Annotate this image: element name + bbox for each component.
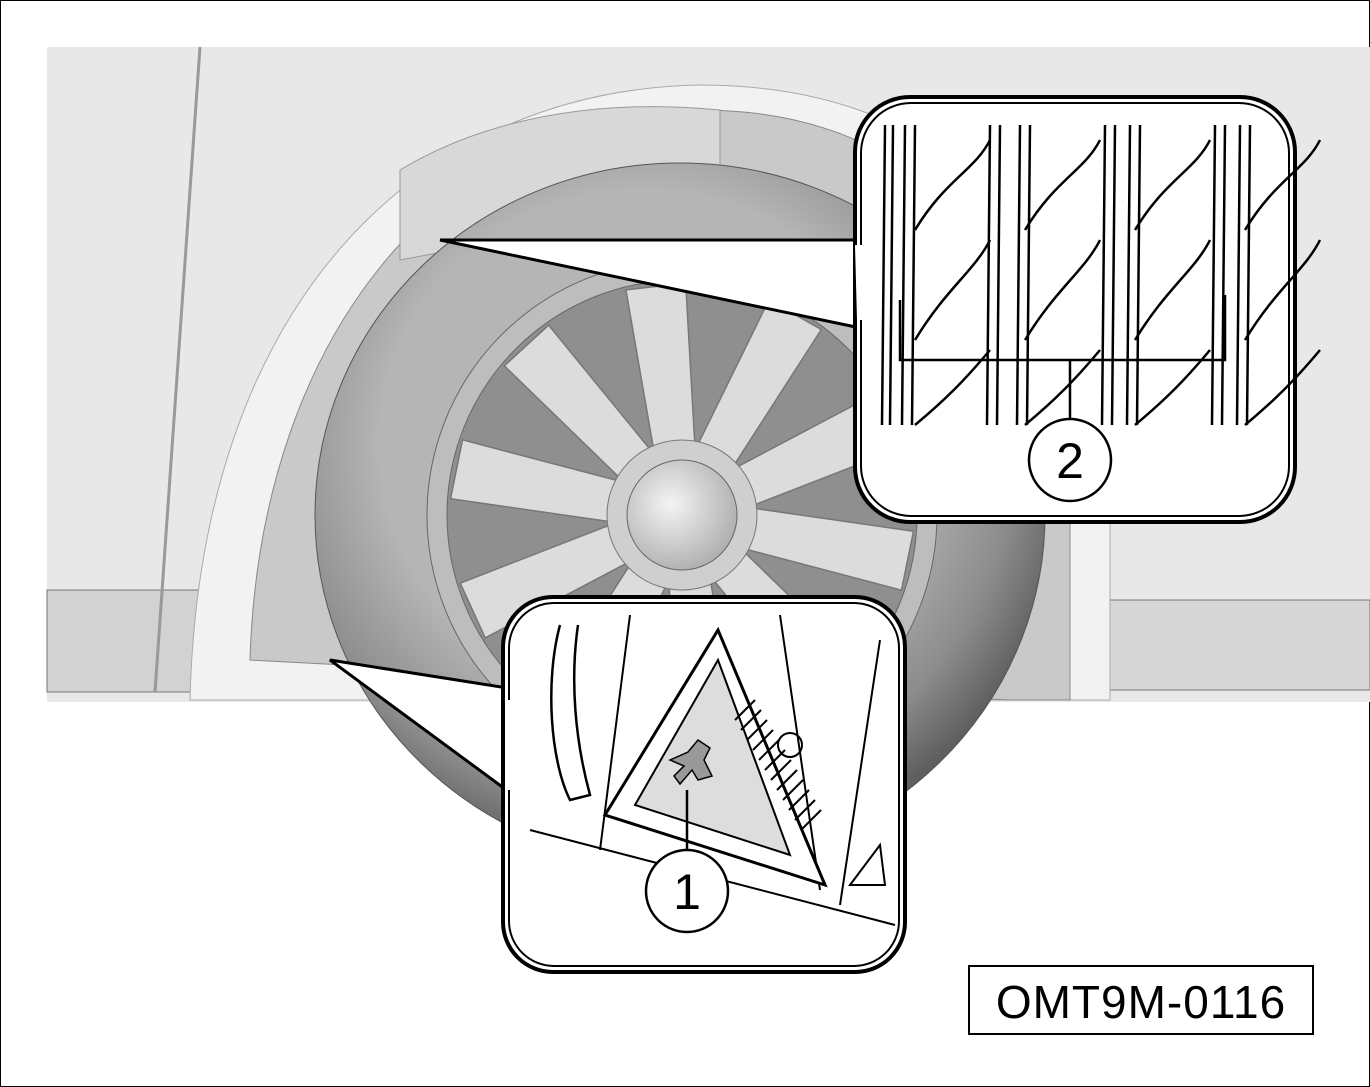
tread-wear-triangle-symbol-icon — [668, 739, 714, 786]
figure-code-label: OMT9M-0116 — [968, 965, 1314, 1035]
callout-number-1-circle — [644, 848, 730, 934]
callout-tread-wear-indicator: 2 — [439, 95, 1322, 524]
callout-number-1: 1 — [673, 864, 701, 920]
callout-number-2: 2 — [1056, 433, 1084, 489]
callout-wear-indicator-position-mark: 1 — [329, 595, 907, 974]
callout-number-2-circle — [1027, 417, 1113, 503]
hub-cap — [626, 459, 738, 571]
